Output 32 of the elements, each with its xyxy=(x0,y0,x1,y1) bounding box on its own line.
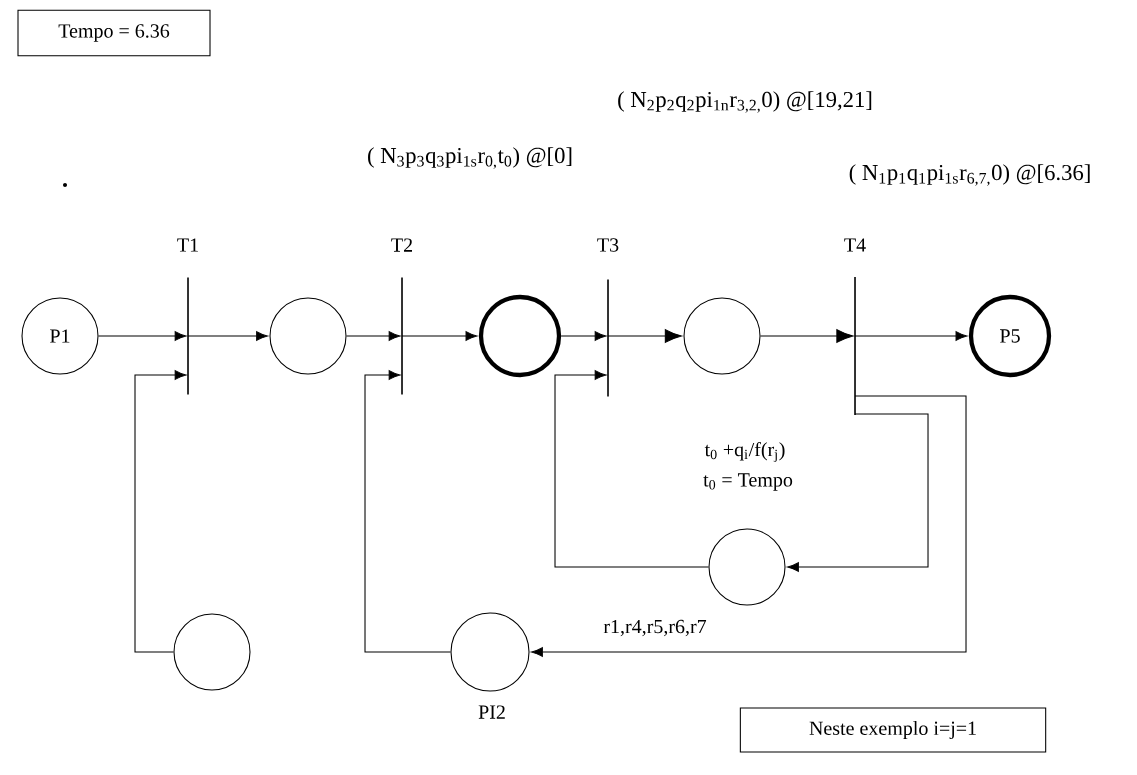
arrow xyxy=(607,329,682,343)
arrow xyxy=(787,413,929,572)
place-circle xyxy=(683,297,761,375)
arrow xyxy=(531,395,967,657)
text-box: Tempo = 6.36 xyxy=(17,9,211,57)
arrow xyxy=(346,331,401,341)
arrow xyxy=(760,329,854,343)
transition-label: T1 xyxy=(177,238,198,252)
place-label: t$_{0}$ = Tempo xyxy=(703,473,793,491)
transition-label: T2 xyxy=(391,238,412,252)
place-circle xyxy=(450,612,530,692)
arrow xyxy=(554,370,709,568)
place-label: PI2 xyxy=(478,705,505,719)
transition-label: T4 xyxy=(844,238,866,252)
place-circle xyxy=(478,294,562,378)
place-circle xyxy=(708,528,786,606)
transition-label: T3 xyxy=(597,238,619,252)
place-label: t$_{0}$ +q$_{i}$/f(r$_{j}$) xyxy=(704,442,785,462)
place-circle xyxy=(173,613,251,691)
place-circle xyxy=(269,297,347,375)
token-tuple: ( N$_{1}$p$_{1}$q$_{1}$pi$_{1s}$r$_{6,7,}$0) @[6.36] xyxy=(849,164,1090,186)
token-tuple: ( N$_{3}$p$_{3}$q$_{3}$pi$_{1s}$r$_{0,}$t$_{0}$) @[0] xyxy=(368,147,572,169)
arrow xyxy=(187,331,268,341)
arrow xyxy=(364,370,451,653)
arrow xyxy=(401,331,478,341)
arrow xyxy=(98,331,187,341)
token-tuple: ( N$_{2}$p$_{2}$q$_{2}$pi$_{1n}$r$_{3,2,}$0) @[19,21] xyxy=(618,91,872,113)
text-box: Neste exemplo i=j=1 xyxy=(739,707,1047,753)
arrow xyxy=(560,331,607,341)
arrow xyxy=(134,370,187,653)
place-label: r1,r4,r5,r6,r7 xyxy=(603,619,707,637)
arrow xyxy=(854,331,968,341)
